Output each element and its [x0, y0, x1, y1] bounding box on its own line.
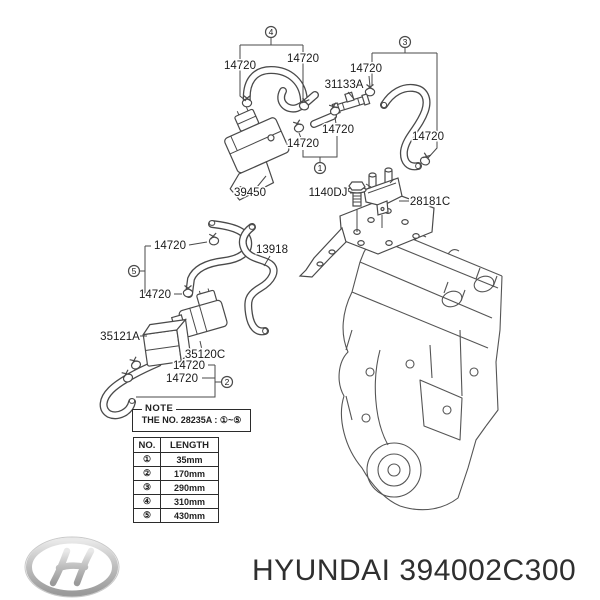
label-14720: 14720	[139, 289, 171, 301]
svg-text:3: 3	[403, 37, 408, 47]
svg-text:5: 5	[132, 266, 137, 276]
label-39450: 39450	[234, 187, 266, 199]
label-1140dj: 1140DJ	[309, 187, 348, 199]
callout-1: 1	[313, 161, 327, 175]
label-35120c: 35120C	[185, 349, 225, 361]
callout-2: 2	[220, 375, 234, 389]
callout-4: 4	[264, 25, 278, 39]
bracket-cover-35121a	[141, 318, 191, 367]
svg-text:2: 2	[225, 377, 230, 387]
label-31133a: 31133A	[325, 79, 364, 91]
part-labels: 14720 14720 14720 31133A 14720 14720 147…	[99, 52, 452, 387]
note-title: NOTE	[142, 403, 177, 414]
hose-310mm-callout4	[242, 65, 308, 109]
hose-13918	[238, 223, 278, 336]
table-header-no: NO.	[133, 437, 161, 453]
label-14720: 14720	[350, 63, 382, 75]
callout-3: 3	[398, 35, 412, 49]
part-number-text: 394002C300	[399, 554, 577, 587]
hose-170mm-callout2	[99, 359, 162, 420]
label-14720: 14720	[412, 131, 444, 143]
note-text: THE NO. 28235A : ①~⑤	[141, 415, 242, 425]
hose-35mm-callout1	[310, 112, 337, 128]
table-header-length: LENGTH	[160, 437, 219, 453]
bolt-1140dj	[347, 181, 367, 207]
hose-open-end	[380, 101, 388, 109]
svg-text:4: 4	[269, 27, 274, 37]
brand-text: HYUNDAI	[252, 554, 391, 587]
label-14720: 14720	[166, 373, 198, 385]
engine-illustration	[338, 225, 503, 511]
leader-lines	[136, 38, 438, 398]
hose-290mm-callout3	[380, 83, 431, 171]
svg-text:1: 1	[318, 163, 323, 173]
note-box: NOTE THE NO. 28235A : ①~⑤	[132, 403, 251, 432]
exploded-parts-diagram: 4 3 1 5 2 14720 14720 14720 31133A 14720…	[99, 25, 503, 511]
hose-open-end	[262, 327, 268, 335]
hose-open-end	[415, 162, 421, 170]
hose-open-end	[248, 224, 256, 230]
label-13918: 13918	[256, 244, 288, 256]
hose-open-end	[128, 398, 136, 404]
callout-5: 5	[127, 264, 141, 278]
hyundai-h-mark	[49, 547, 95, 587]
label-14720: 14720	[173, 360, 205, 372]
hyundai-logo	[24, 536, 120, 598]
hose-under-callout4	[277, 87, 319, 113]
label-28181c: 28181C	[410, 196, 450, 208]
label-35121a: 35121A	[100, 331, 140, 343]
label-14720: 14720	[154, 240, 186, 252]
valve-assembly-28181c	[356, 167, 403, 232]
hose-open-end	[208, 220, 216, 226]
label-14720: 14720	[287, 138, 319, 150]
callout-circles: 4 3 1 5 2	[127, 25, 412, 389]
footer-part-number: HYUNDAI 394002C300	[252, 556, 576, 586]
hose-430mm-callout5	[185, 220, 253, 298]
label-14720: 14720	[322, 124, 354, 136]
solenoid-valve-39450	[224, 106, 290, 201]
label-14720: 14720	[287, 53, 319, 65]
label-14720: 14720	[224, 60, 256, 72]
